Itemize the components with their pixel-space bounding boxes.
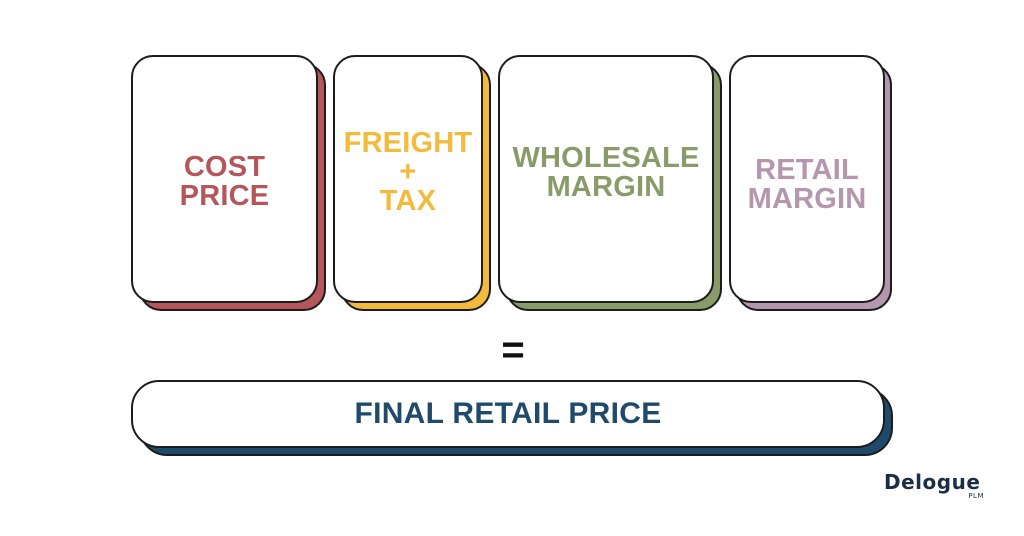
logo-wordmark: Delogue — [884, 470, 981, 494]
wholesale-margin-label: WHOLESALE MARGIN — [512, 142, 700, 203]
cost-price-label: COST PRICE — [179, 151, 270, 212]
final-retail-price-label: FINAL RETAIL PRICE — [354, 397, 662, 430]
wholesale-margin-card: WHOLESALE MARGIN — [498, 55, 714, 303]
freight-tax-label: FREIGHT + TAX — [343, 126, 473, 217]
retail-margin-label: RETAIL MARGIN — [747, 154, 867, 215]
delogue-logo: Delogue PLM — [884, 470, 988, 506]
cost-price-card: COST PRICE — [131, 55, 318, 303]
freight-tax-card: FREIGHT + TAX — [333, 55, 483, 303]
retail-margin-card: RETAIL MARGIN — [729, 55, 885, 303]
final-retail-price-box: FINAL RETAIL PRICE — [131, 380, 885, 448]
logo-suffix: PLM — [968, 492, 984, 500]
equals-sign: = — [501, 327, 525, 372]
